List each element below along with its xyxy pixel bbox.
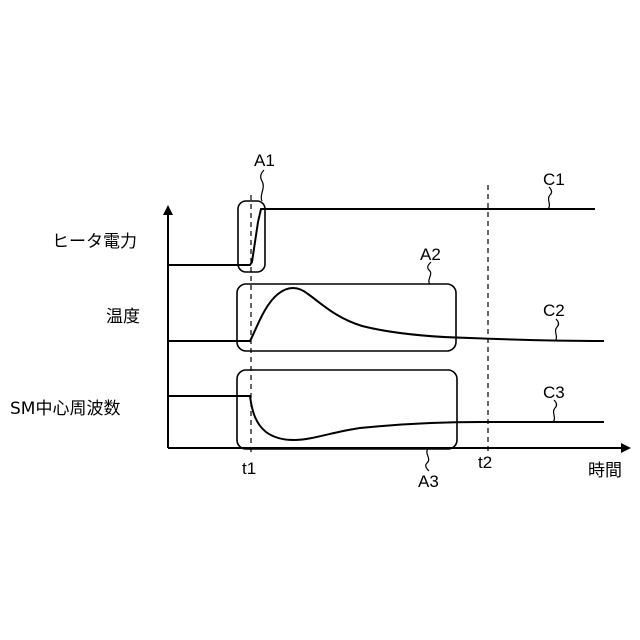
- curve-c3-label: C3: [543, 383, 565, 402]
- t1-label: t1: [242, 459, 256, 478]
- region-a2-label: A2: [420, 245, 441, 264]
- t2-label: t2: [478, 453, 492, 472]
- sm-frequency-label: SM中心周波数: [10, 399, 120, 419]
- region-a1-label: A1: [254, 151, 275, 170]
- a1-leader: [261, 170, 264, 201]
- temperature-curve: [168, 288, 604, 341]
- c3-leader: [553, 400, 557, 422]
- heater-power-label: ヒータ電力: [52, 232, 137, 252]
- curve-c1-label: C1: [543, 170, 565, 189]
- region-a3-label: A3: [418, 472, 439, 491]
- a2-leader: [428, 262, 431, 284]
- temperature-label: 温度: [106, 307, 140, 327]
- c2-leader: [555, 319, 559, 341]
- heater-power-curve: [168, 209, 595, 265]
- x-axis-label: 時間: [588, 461, 622, 481]
- a3-leader: [426, 449, 429, 471]
- sm-frequency-curve: [168, 396, 604, 440]
- curve-c2-label: C2: [543, 301, 565, 320]
- c1-leader: [548, 187, 552, 209]
- region-a3-box: [237, 370, 457, 449]
- region-a2-box: [237, 284, 456, 351]
